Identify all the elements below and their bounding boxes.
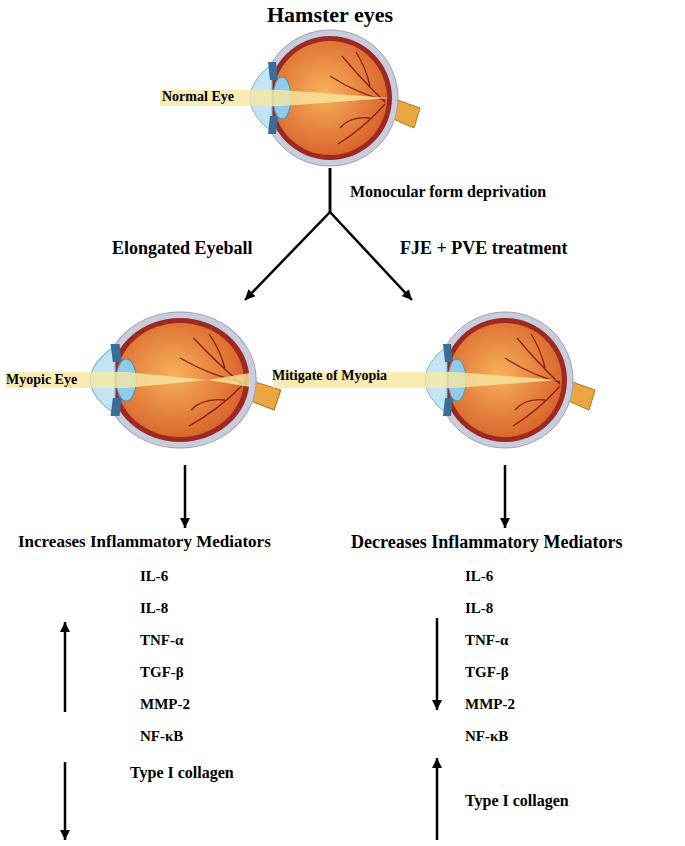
increase-arrow (436, 758, 439, 840)
light-beam (160, 90, 390, 106)
light-beam (208, 373, 250, 387)
mediator-name: IL-6 (140, 568, 168, 585)
treated-eye-drawing (273, 312, 595, 448)
increase-arrow (64, 622, 67, 712)
mediator-name: TNF-α (140, 632, 183, 649)
flow-arrow (184, 465, 187, 528)
eye-group-node: Normal Eye (158, 28, 490, 168)
mediator-name: IL-6 (465, 568, 493, 585)
eye-group-node: Increases Inflammatory MediatorsIL-6IL-8… (12, 528, 332, 747)
branch-label: FJE + PVE treatment (400, 238, 567, 259)
eye-group-node: Myopic Eye (4, 300, 304, 465)
normal-eye-drawing (160, 30, 420, 166)
mediator-name: IL-8 (140, 600, 168, 617)
light-beam (6, 372, 208, 388)
mediator-name: TGF-β (465, 664, 509, 681)
mediator-name: TNF-α (465, 632, 508, 649)
decrease-arrow (64, 762, 67, 840)
mediator-name: TGF-β (140, 664, 184, 681)
node-heading: Myopic Eye (6, 372, 77, 388)
decrease-arrow (436, 618, 439, 710)
flow-arrow (504, 465, 507, 528)
step-label: Monocular form deprivation (350, 183, 546, 201)
figure-title: Hamster eyes (0, 2, 660, 27)
node-heading: Type I collagen (465, 792, 569, 810)
mediator-name: MMP-2 (465, 696, 515, 713)
eye-group-node: Decreases Inflammatory MediatorsIL-6IL-8… (345, 528, 680, 747)
myopic-eye-drawing (6, 312, 281, 448)
mediator-name: MMP-2 (140, 696, 190, 713)
branch-label: Elongated Eyeball (112, 238, 253, 259)
node-heading: Normal Eye (162, 89, 234, 105)
eye-group-node: Type I collagen (455, 788, 625, 816)
mediator-name: NF-κB (465, 728, 508, 745)
node-heading: Mitigate of Myopia (272, 368, 387, 384)
node-heading: Decreases Inflammatory Mediators (351, 532, 623, 553)
mediator-name: IL-8 (465, 600, 493, 617)
node-heading: Increases Inflammatory Mediators (18, 532, 271, 552)
mediator-name: NF-κB (140, 728, 183, 745)
trend-arrows (65, 618, 437, 840)
node-heading: Type I collagen (130, 764, 234, 782)
eye-group-node: Mitigate of Myopia (268, 300, 668, 465)
flow-arrow (245, 168, 330, 300)
eye-group-node: Type I collagen (120, 760, 290, 788)
